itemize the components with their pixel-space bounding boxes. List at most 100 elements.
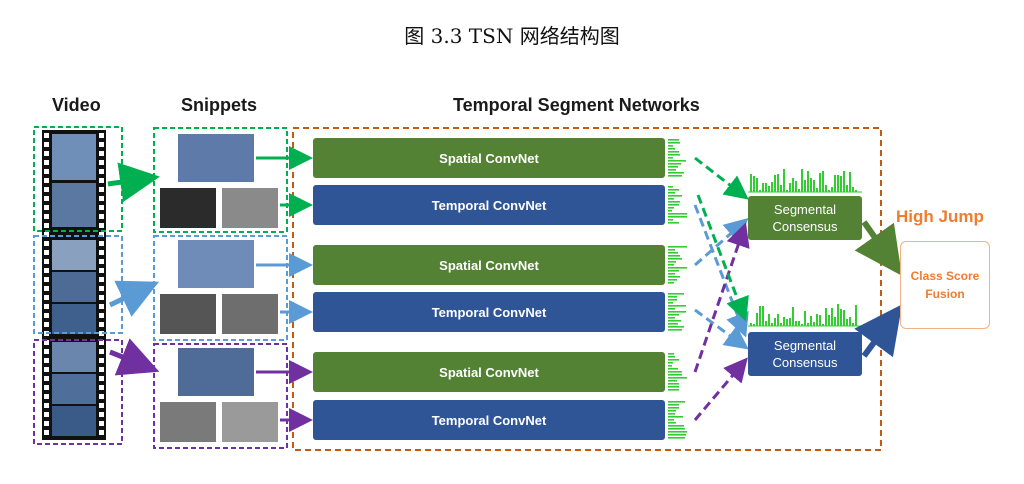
score-bar xyxy=(668,359,679,361)
segmental-consensus-2: Segmental Consensus xyxy=(748,332,862,376)
film-sprocket xyxy=(44,214,49,219)
score-bar xyxy=(668,273,675,275)
film-sprocket xyxy=(44,430,49,435)
video-segment-3 xyxy=(33,339,123,445)
film-sprocket xyxy=(99,403,104,408)
score-bar xyxy=(668,407,679,409)
film-sprocket xyxy=(44,250,49,255)
snippet-box-1 xyxy=(153,127,288,233)
film-sprocket xyxy=(99,376,104,381)
flow-x-3 xyxy=(160,402,216,442)
histogram-bar xyxy=(843,171,845,192)
film-sprocket xyxy=(99,358,104,363)
film-sprocket xyxy=(44,205,49,210)
consensus-2-line2: Consensus xyxy=(772,355,838,370)
film-sprocket xyxy=(44,376,49,381)
histogram-bar xyxy=(759,306,761,326)
histogram-bar xyxy=(813,180,815,192)
consensus-histograms xyxy=(748,169,862,327)
score-bar xyxy=(668,389,679,391)
score-bar xyxy=(668,189,679,191)
film-sprocket xyxy=(99,430,104,435)
score-bar xyxy=(668,434,686,436)
film-sprocket xyxy=(99,394,104,399)
score-bar xyxy=(668,296,677,298)
score-bar xyxy=(668,222,679,224)
score-bar xyxy=(668,386,679,388)
score-bar xyxy=(668,317,675,319)
film-sprocket xyxy=(99,385,104,390)
histogram-bar xyxy=(822,324,824,326)
film-sprocket xyxy=(99,196,104,201)
film-sprocket xyxy=(99,133,104,138)
flow-y-3 xyxy=(222,402,278,442)
figure-caption: 图 3.3 TSN 网络结构图 xyxy=(404,24,620,48)
score-bar xyxy=(668,282,674,284)
class-score-fusion: Class Score Fusion xyxy=(900,241,990,329)
score-bar xyxy=(668,410,676,412)
histogram-bar xyxy=(786,319,788,326)
histogram-bar xyxy=(792,178,794,192)
film-sprocket xyxy=(44,286,49,291)
histogram-bar xyxy=(846,185,848,192)
score-bar xyxy=(668,311,686,313)
score-bar xyxy=(668,374,682,376)
histogram-bar xyxy=(753,176,755,192)
snippet-box-3 xyxy=(153,343,288,449)
video-frame xyxy=(52,240,96,270)
film-sprocket xyxy=(44,241,49,246)
spatial-convnet-1: Spatial ConvNet xyxy=(313,138,665,178)
film-sprocket xyxy=(99,367,104,372)
histogram-bar xyxy=(771,323,773,326)
film-sprocket xyxy=(44,313,49,318)
film-sprocket xyxy=(99,250,104,255)
histogram-bar xyxy=(783,317,785,326)
film-sprocket xyxy=(44,196,49,201)
score-bar xyxy=(668,142,680,144)
film-sprocket xyxy=(99,349,104,354)
film-sprocket xyxy=(99,259,104,264)
header-video: Video xyxy=(52,95,101,115)
score-bar xyxy=(668,246,687,248)
score-bar xyxy=(668,145,673,147)
film-sprocket xyxy=(44,223,49,228)
film-sprocket xyxy=(44,133,49,138)
score-bar xyxy=(668,404,679,406)
video-film-strip xyxy=(42,130,106,440)
score-bar xyxy=(668,371,682,373)
film-sprocket xyxy=(99,151,104,156)
video-frame xyxy=(52,272,96,302)
histogram-bar xyxy=(822,171,824,192)
film-sprocket xyxy=(44,394,49,399)
histogram-bar xyxy=(798,321,800,326)
score-bar xyxy=(668,431,687,433)
score-bar xyxy=(668,252,678,254)
header-tsn: Temporal Segment Networks xyxy=(453,95,700,115)
histogram-bar xyxy=(840,176,842,192)
histogram-bar xyxy=(831,187,833,192)
video-frame xyxy=(52,374,96,404)
histogram-bar xyxy=(834,175,836,192)
score-bar xyxy=(668,154,680,156)
score-bar xyxy=(668,377,687,379)
score-bar xyxy=(668,270,679,272)
film-sprocket xyxy=(99,205,104,210)
score-bar xyxy=(668,219,673,221)
score-bar xyxy=(668,210,672,212)
film-sprocket xyxy=(44,349,49,354)
score-bar xyxy=(668,302,673,304)
histogram-bar xyxy=(837,175,839,192)
film-sprocket xyxy=(99,295,104,300)
histogram-bar xyxy=(786,190,788,192)
histogram-bar xyxy=(816,188,818,192)
histogram-bar xyxy=(810,316,812,326)
film-sprocket xyxy=(99,322,104,327)
histogram-bar xyxy=(804,180,806,192)
film-sprocket xyxy=(99,313,104,318)
histogram-bar xyxy=(783,169,785,192)
fusion-line2: Fusion xyxy=(925,287,965,301)
film-sprocket xyxy=(44,340,49,345)
score-bar xyxy=(668,157,673,159)
score-bar xyxy=(668,314,679,316)
histogram-bar xyxy=(798,189,800,192)
